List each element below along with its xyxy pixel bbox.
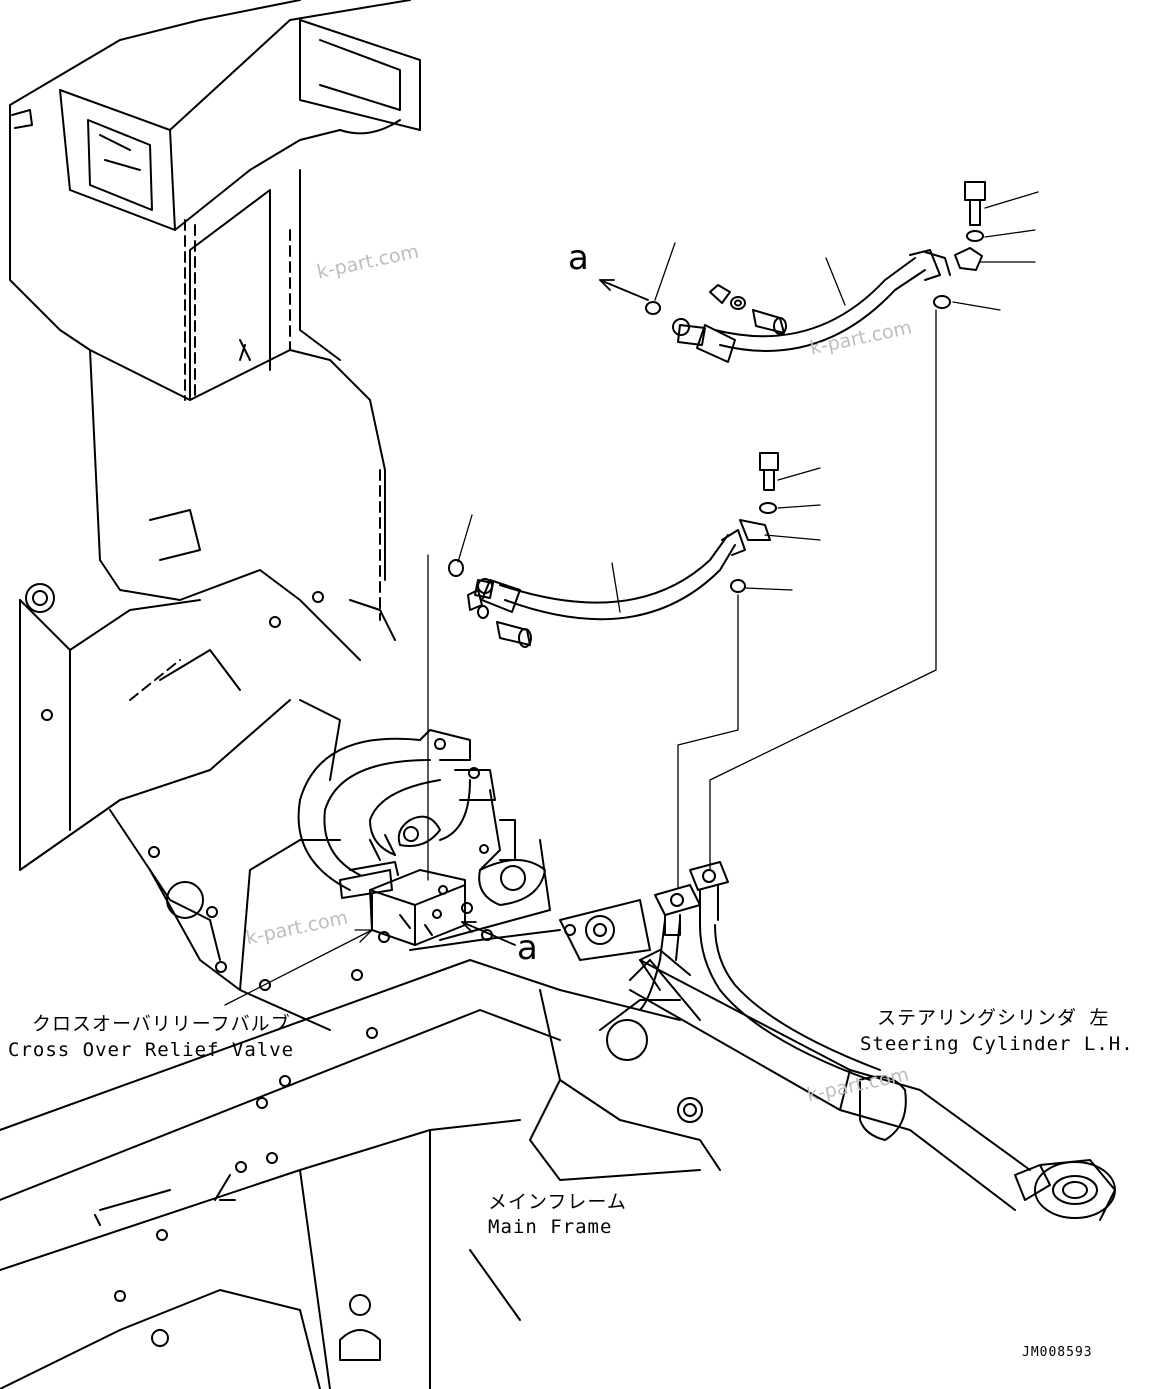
main-frame-label: Main Frame bbox=[488, 1216, 613, 1238]
drawing-code: JM008593 bbox=[1022, 1345, 1093, 1360]
leader-lines bbox=[224, 191, 1039, 1006]
main-frame bbox=[0, 959, 681, 1389]
center-hinge bbox=[409, 839, 721, 1181]
cross-over-relief-valve-label-ja: クロスオーバリリーフバルブ bbox=[32, 1013, 291, 1035]
reference-arrows bbox=[461, 279, 649, 946]
middle-hose-assembly bbox=[448, 452, 779, 648]
main-frame-label-ja: メインフレーム bbox=[488, 1191, 627, 1213]
steering-cylinder-label-ja: ステアリングシリンダ 左 bbox=[877, 1007, 1110, 1029]
rear-frame bbox=[9, 0, 421, 661]
reference-a-top: a bbox=[568, 238, 589, 278]
upper-hose-assembly bbox=[645, 181, 986, 363]
hose-bundle bbox=[297, 729, 516, 891]
cylinder-hoses bbox=[639, 861, 881, 1081]
cross-over-relief-valve-label: Cross Over Relief Valve bbox=[8, 1039, 295, 1061]
reference-a-valve: a bbox=[517, 928, 538, 968]
left-lower-frame bbox=[19, 583, 341, 1031]
steering-cylinder-label: Steering Cylinder L.H. bbox=[860, 1033, 1134, 1055]
